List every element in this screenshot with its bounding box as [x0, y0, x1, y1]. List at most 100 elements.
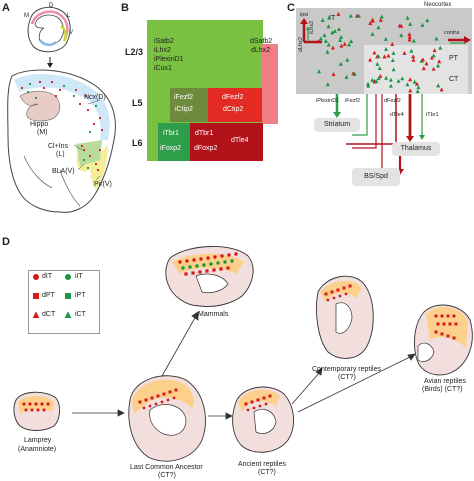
neuron-circle — [252, 406, 256, 410]
neuron-square — [268, 394, 272, 398]
neuron-circle — [446, 314, 450, 318]
neuron-circle — [88, 154, 92, 158]
neuron-circle — [42, 86, 46, 90]
panel-label-a: A — [2, 2, 10, 14]
label-dlhx2-c: dLhx2 — [298, 37, 304, 52]
neuron-circle — [98, 148, 102, 152]
neuron-square — [156, 394, 160, 398]
neuron-circle — [92, 122, 96, 126]
neuron-circle — [338, 294, 342, 298]
target-thalamus: Thalamus — [392, 142, 440, 156]
orient-d: D — [49, 3, 54, 9]
lca-brain — [128, 375, 206, 462]
ancient-reptiles-brain — [232, 386, 294, 453]
panel-label-b: B — [121, 2, 129, 14]
neuron-circle — [46, 402, 50, 406]
neuron-square — [174, 388, 178, 392]
neuron-square — [250, 400, 254, 404]
neuron-square — [256, 398, 260, 402]
panel-label-d: D — [2, 236, 10, 248]
neuron-circle — [82, 158, 86, 162]
panel-b-layer-l23 — [147, 20, 263, 85]
orient-m: M — [24, 13, 29, 19]
neuron-circle — [22, 402, 26, 406]
label-lca-2: (CT?) — [158, 472, 176, 479]
neuron-square — [244, 402, 248, 406]
label-hippo-m: (M) — [37, 129, 48, 136]
neuron-square — [30, 408, 34, 412]
neuron-circle — [96, 168, 100, 172]
marker-ifezf2: iFezf2 — [174, 94, 194, 101]
layer-l23: L2/3 — [125, 47, 144, 57]
marker-iplexind1: iPlexinD1 — [154, 56, 184, 63]
label-lamprey-2: (Anamniote) — [18, 446, 57, 453]
neuron-square — [324, 292, 328, 296]
label-cl-ins-l: (L) — [56, 151, 65, 158]
marker-ilhx2: iLhx2 — [154, 47, 171, 54]
panel-b-pink-strip — [262, 44, 278, 124]
neuron-circle — [28, 402, 32, 406]
neuron-circle — [199, 257, 203, 261]
neuron-circle — [195, 264, 199, 268]
marker-dlhx2: dLhx2 — [251, 47, 271, 54]
neuron-circle — [181, 266, 185, 270]
neuron-circle — [94, 162, 98, 166]
neuron-circle — [246, 408, 250, 412]
neuron-circle — [192, 258, 196, 262]
neuron-circle — [148, 404, 152, 408]
label-ct: CT — [449, 76, 459, 83]
neuron-circle — [440, 314, 444, 318]
legend-label-dpt: dPT — [42, 292, 55, 299]
neuron-circle — [62, 84, 66, 88]
label-lamprey-1: Lamprey — [24, 437, 52, 444]
neuron-square — [262, 396, 266, 400]
neuron-square — [434, 330, 438, 334]
label-contra: contra — [444, 30, 460, 36]
marker-ictip2: iCtip2 — [175, 106, 193, 113]
neuron-circle — [220, 254, 224, 258]
legend-box — [28, 270, 100, 334]
neuron-circle — [234, 252, 238, 256]
neuron-square — [36, 408, 40, 412]
neuron-circle — [434, 314, 438, 318]
mammals-brain — [165, 246, 254, 307]
neuron-circle — [34, 96, 38, 100]
label-ncx: Ncx(D) — [84, 94, 106, 101]
label-contemporary-1: Contemporary reptiles — [312, 366, 381, 373]
neuron-square — [184, 272, 188, 276]
neuron-square — [330, 290, 334, 294]
lamprey-brain — [13, 391, 61, 431]
neuron-circle — [206, 256, 210, 260]
panel-b-l6-darkred — [190, 123, 263, 161]
label-bla: BLA(V) — [52, 168, 75, 175]
label-pt: PT — [449, 55, 458, 62]
neuron-circle — [230, 259, 234, 263]
marker-dtle4: dTle4 — [231, 137, 249, 144]
neuron-circle — [34, 402, 38, 406]
label-ancient-2: (CT?) — [258, 469, 276, 476]
neuron-square — [191, 271, 195, 275]
neuron-circle — [172, 396, 176, 400]
neuron-circle — [28, 82, 32, 86]
neuron-square — [24, 408, 28, 412]
neuron-circle — [213, 255, 217, 259]
neuron-circle — [86, 166, 90, 170]
label-cl-ins: Cl+Ins — [48, 143, 69, 150]
neuron-circle — [227, 253, 231, 257]
neuron-square — [205, 269, 209, 273]
neuron-square — [452, 336, 456, 340]
neuron-square — [42, 408, 46, 412]
label-lca-1: Last Common Ancestor — [130, 464, 203, 471]
label-pir: Pir(V) — [94, 181, 112, 188]
marker-dfezf2: dFezf2 — [222, 94, 244, 101]
label-ilhx2-c: iLhx2 — [309, 20, 315, 34]
neuron-circle — [332, 296, 336, 300]
marker-isatb2: iSatb2 — [154, 38, 174, 45]
layer-l6: L6 — [132, 138, 143, 148]
label-it: IT — [329, 15, 336, 22]
neuron-circle — [26, 90, 30, 94]
marker-dfoxp2: dFoxp2 — [194, 145, 218, 152]
marker-icux1: iCux1 — [154, 65, 172, 72]
neuron-circle — [20, 86, 24, 90]
neuron-circle — [142, 406, 146, 410]
